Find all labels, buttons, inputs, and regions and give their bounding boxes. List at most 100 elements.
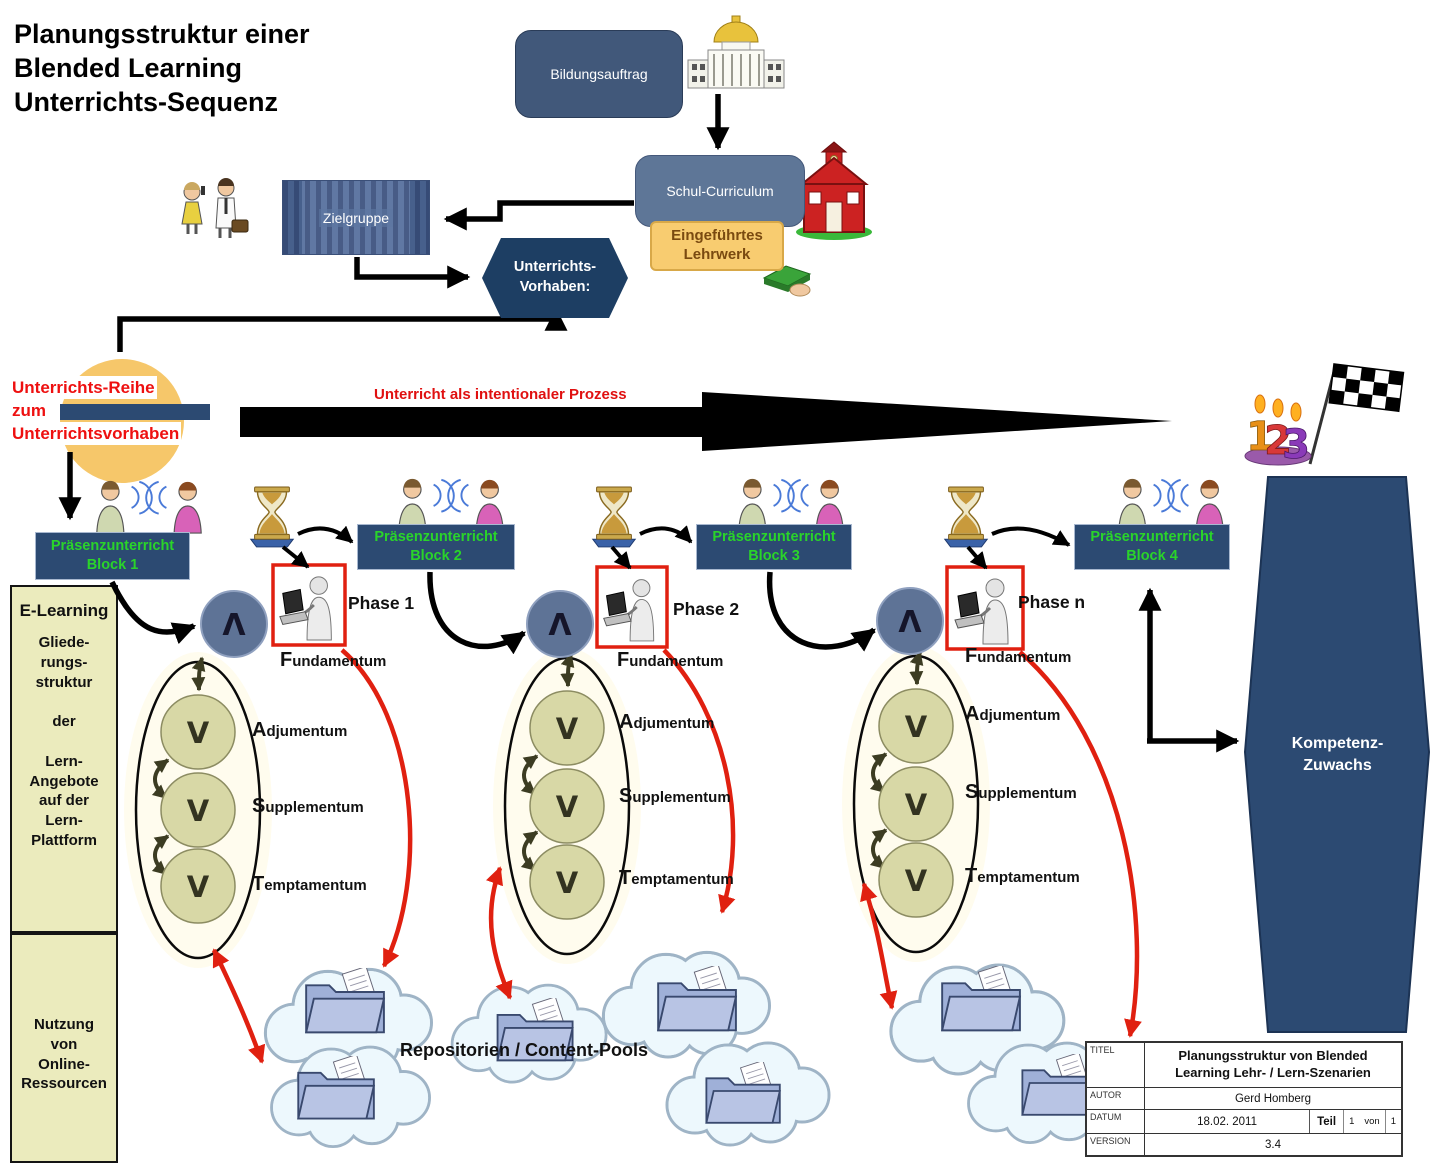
sidebar-elearning-title: E-Learning	[19, 601, 109, 620]
node-bildungsauftrag: Bildungsauftrag	[515, 30, 683, 118]
block-2-line1: Präsenzunterricht	[374, 529, 498, 546]
textbook-icon	[762, 265, 812, 297]
vee-symbol: V	[905, 864, 928, 898]
title-block-row-titel: TITEL Planungsstruktur von Blended Learn…	[1087, 1043, 1401, 1087]
fundamentum-activity-icon-2	[595, 565, 669, 649]
datum-label: DATUM	[1087, 1110, 1145, 1133]
repositories-label: Repositorien / Content-Pools	[400, 1040, 649, 1060]
fundamentum-activity-icon-3	[945, 565, 1025, 651]
hourglass-icon	[592, 486, 636, 548]
kompetenz-label: Kompetenz- Zuwachs	[1291, 735, 1384, 775]
teil-label: Teil	[1309, 1110, 1343, 1133]
lambda-circle	[876, 587, 944, 655]
process-arrow	[240, 392, 1172, 451]
lambda-circle	[200, 590, 268, 658]
vee-symbol: V	[556, 790, 579, 824]
title-block-row-autor: AUTOR Gerd Homberg	[1087, 1087, 1401, 1109]
lambda-symbol: Λ	[222, 608, 246, 643]
version-value: 3.4	[1265, 1138, 1281, 1151]
teil-number: 1	[1343, 1110, 1359, 1133]
kompetenz-shape	[1243, 476, 1431, 1033]
candles-base	[1244, 446, 1312, 466]
vee-symbol: V	[905, 788, 928, 822]
reihe-label: Unterrichts-Reihe zum Unterrichtsvorhabe…	[10, 376, 225, 445]
block-4: Präsenzunterricht Block 4	[1074, 524, 1230, 570]
reihe-line-1: Unterrichts-Reihe	[10, 376, 157, 399]
process-arrow-label: Unterricht als intentionaler Prozess	[374, 386, 627, 403]
elearning-stack-3: V V V	[842, 646, 990, 962]
candle-number-3: 3	[1282, 422, 1310, 468]
vee-symbol: V	[556, 866, 579, 900]
node-schul-curriculum-label: Schul-Curriculum	[666, 183, 774, 199]
autor-label: AUTOR	[1087, 1088, 1145, 1109]
zielgruppe-people-icon	[181, 178, 249, 238]
phase-1-label: Phase 1	[348, 593, 415, 613]
sidebar-structure-text: Gliede- rungs- struktur der Lern- Angebo…	[29, 634, 99, 849]
von-label: von	[1364, 1116, 1380, 1127]
node-zielgruppe: Zielgruppe	[282, 180, 430, 255]
lambda-symbol: Λ	[548, 608, 572, 643]
titel-label: TITEL	[1087, 1043, 1145, 1087]
node-bildungsauftrag-label: Bildungsauftrag	[550, 66, 648, 82]
von-number: 1	[1384, 1110, 1401, 1133]
candle-number-2: 2	[1264, 418, 1292, 464]
block-1: Präsenzunterricht Block 1	[35, 532, 190, 580]
hourglass-icon	[944, 486, 988, 548]
version-label: VERSION	[1087, 1134, 1145, 1155]
elearning-stack-2: V V V	[493, 648, 641, 964]
reihe-bar	[60, 404, 210, 420]
school-icon	[796, 141, 872, 240]
node-zielgruppe-label: Zielgruppe	[318, 208, 394, 227]
candle-number-1: 1	[1246, 414, 1274, 460]
reihe-line-2: zum	[10, 399, 48, 422]
block-2: Präsenzunterricht Block 2	[357, 524, 515, 570]
node-lehrwerk: Eingeführtes Lehrwerk	[650, 221, 784, 271]
lambda-circle	[526, 590, 594, 658]
sidebar-nutzung-text: Nutzung von Online- Ressourcen	[21, 1016, 107, 1093]
page-title: Planungsstruktur einer Blended Learning …	[14, 19, 310, 117]
title-block-row-version: VERSION 3.4	[1087, 1133, 1401, 1155]
autor-value: Gerd Homberg	[1234, 1092, 1312, 1105]
block-3-line1: Präsenzunterricht	[712, 529, 836, 546]
titel-value: Planungsstruktur von Blended Learning Le…	[1175, 1048, 1371, 1080]
block-3: Präsenzunterricht Block 3	[696, 524, 852, 570]
vee-symbol: V	[187, 794, 210, 828]
block-4-line2: Block 4	[1126, 548, 1178, 564]
phase-n-label: Phase n	[1018, 592, 1086, 612]
vee-symbol: V	[905, 710, 928, 744]
sidebar-elearning-box: E-Learning Gliede- rungs- struktur der L…	[10, 585, 118, 933]
block-4-line1: Präsenzunterricht	[1090, 529, 1214, 546]
node-unterrichtsvorhaben: Unterrichts- Vorhaben:	[482, 238, 628, 318]
title-block-row-datum: DATUM 18.02. 2011 Teil 1 von 1	[1087, 1109, 1401, 1133]
block-2-line2: Block 2	[410, 548, 462, 564]
hourglass-icon	[250, 486, 294, 548]
dialog-people-icon	[95, 479, 203, 535]
sidebar-nutzung-box: Nutzung von Online- Ressourcen	[10, 933, 118, 1163]
vee-symbol: V	[187, 870, 210, 904]
vee-symbol: V	[187, 716, 210, 750]
node-schul-curriculum: Schul-Curriculum	[635, 155, 805, 227]
block-1-line1: Präsenzunterricht	[50, 538, 175, 555]
block-1-line2: Block 1	[86, 557, 139, 573]
vee-symbol: V	[556, 712, 579, 746]
phase-2-label: Phase 2	[673, 599, 740, 619]
datum-value: 18.02. 2011	[1197, 1115, 1257, 1128]
elearning-stack-1: V V V	[124, 652, 272, 968]
capitol-icon	[687, 15, 785, 89]
finish-flag-icon: 1 2 3	[1244, 363, 1405, 468]
block-3-line2: Block 3	[748, 548, 800, 564]
title-block: TITEL Planungsstruktur von Blended Learn…	[1085, 1041, 1403, 1157]
fundamentum-activity-icon-1	[271, 563, 347, 647]
